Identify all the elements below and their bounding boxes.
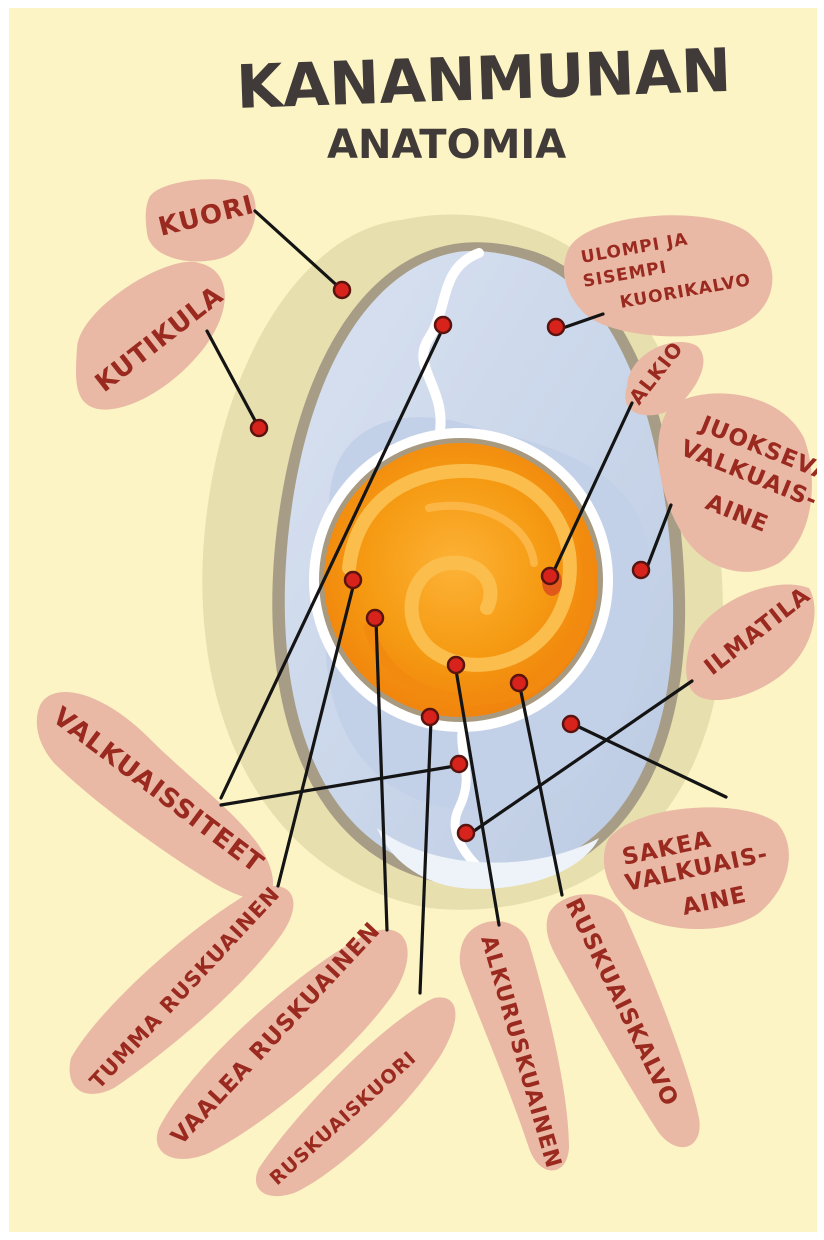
marker-kalvot	[548, 319, 564, 335]
title-line-2: ANATOMIA	[327, 122, 566, 168]
marker-ruskuaiskuori	[422, 709, 438, 725]
marker-kuori	[334, 282, 350, 298]
marker-vaalea	[367, 610, 383, 626]
marker-sakea	[563, 716, 579, 732]
marker-siteet-bottom	[451, 756, 467, 772]
marker-ilmatila	[458, 825, 474, 841]
marker-alkio	[542, 568, 558, 584]
marker-juokseva	[633, 562, 649, 578]
marker-siteet-top	[435, 317, 451, 333]
marker-kutikula	[251, 420, 267, 436]
marker-tumma	[345, 572, 361, 588]
marker-ruskuaiskalvo	[511, 675, 527, 691]
egg-anatomy-diagram: KANANMUNAN ANATOMIA	[9, 8, 817, 1232]
anatomy-poster: KANANMUNAN ANATOMIA	[9, 8, 817, 1232]
marker-alkuruskuainen	[448, 657, 464, 673]
